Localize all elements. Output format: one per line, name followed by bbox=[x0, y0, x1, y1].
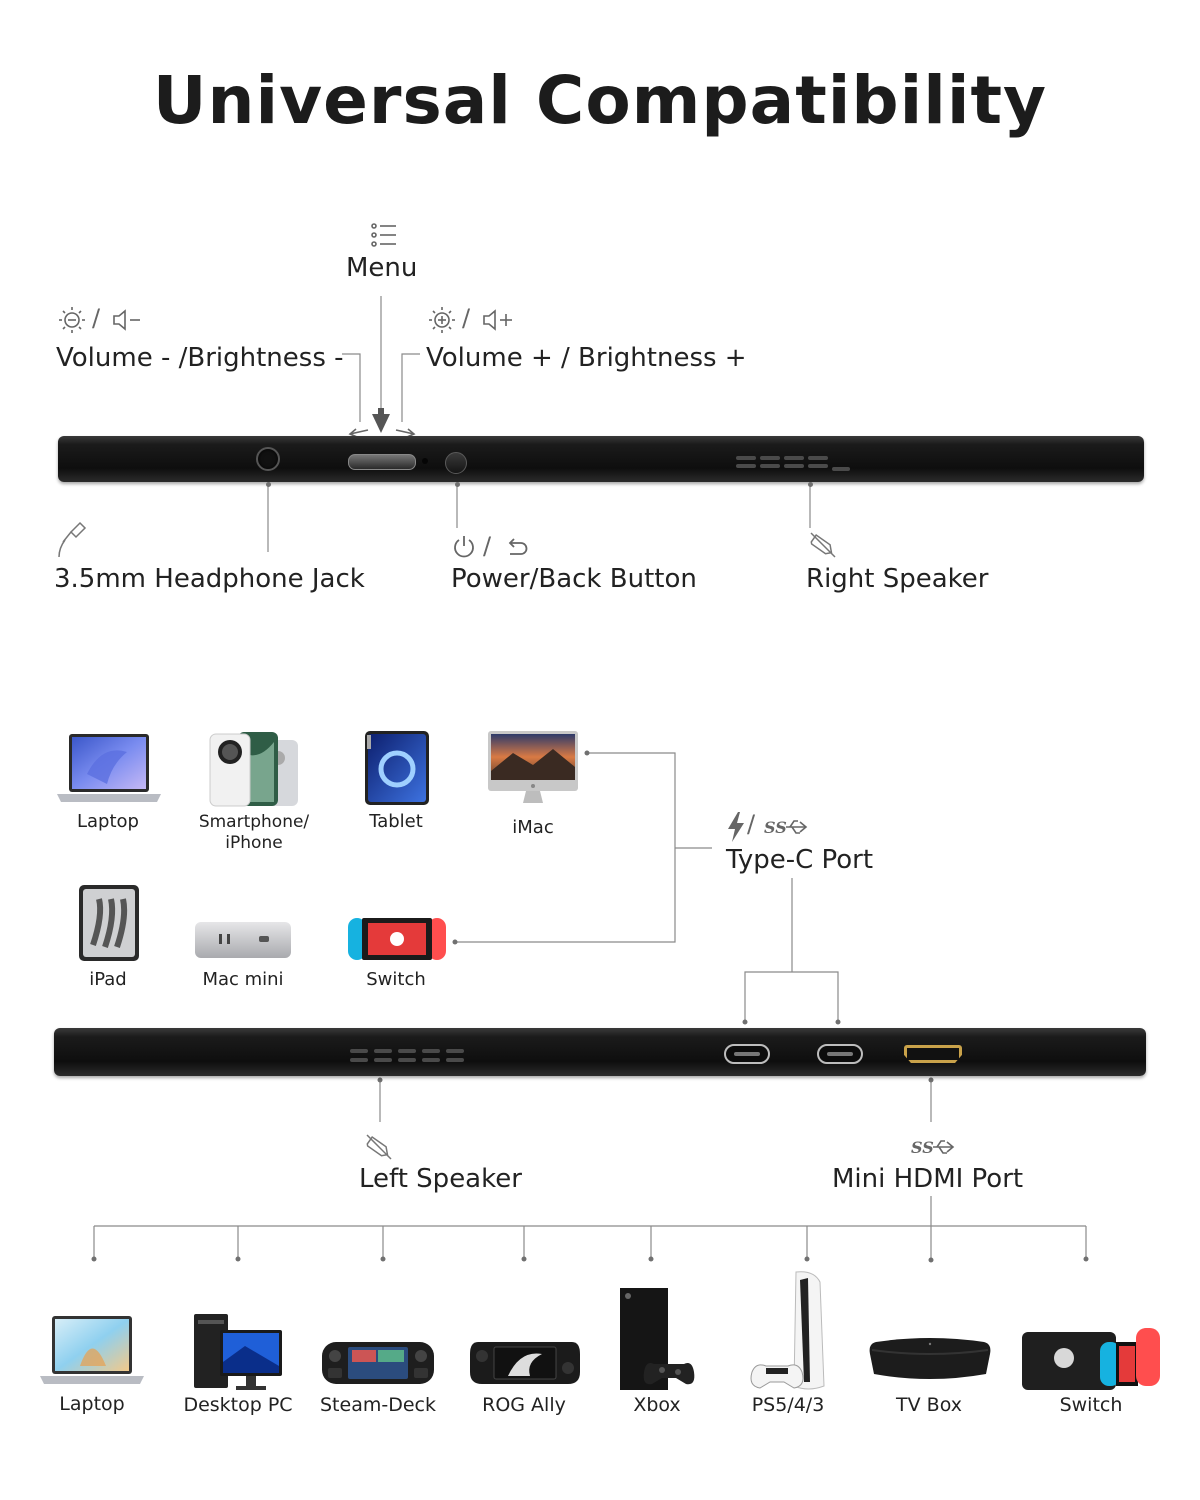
laptop-image bbox=[40, 1316, 144, 1384]
slash-separator: / bbox=[462, 304, 471, 332]
slash-separator: / bbox=[92, 304, 101, 332]
sun-plus-icon bbox=[429, 307, 455, 333]
device-label-mac-mini: Mac mini bbox=[202, 969, 284, 990]
device-label-smartphone-line2: iPhone bbox=[225, 833, 283, 853]
mini-hdmi-port-label: Mini HDMI Port bbox=[832, 1164, 1024, 1194]
volume-rocker bbox=[348, 454, 416, 470]
monitor-bottom-edge bbox=[54, 1028, 1146, 1076]
lightning-icon bbox=[728, 812, 744, 842]
device-label-ipad: iPad bbox=[89, 969, 127, 990]
back-arrow-icon bbox=[508, 538, 528, 555]
hdmi-device-label-tv-box: TV Box bbox=[896, 1394, 962, 1416]
page-title: Universal Compatibility bbox=[152, 62, 1048, 139]
hdmi-device-label-desktop-pc: Desktop PC bbox=[183, 1394, 293, 1416]
power-back-label: Power/Back Button bbox=[451, 564, 697, 594]
mini-hdmi-port bbox=[904, 1045, 962, 1063]
power-icon bbox=[454, 536, 474, 558]
hdmi-device-label-xbox: Xbox bbox=[633, 1394, 681, 1416]
device-label-laptop: Laptop bbox=[77, 811, 139, 832]
superspeed-usb-icon: SS bbox=[911, 1138, 955, 1157]
device-label-switch: Switch bbox=[366, 969, 426, 990]
sun-minus-icon bbox=[59, 307, 85, 333]
speaker-plus-icon bbox=[483, 309, 512, 331]
xbox-image bbox=[620, 1288, 695, 1390]
volume-plus-label: Volume + / Brightness + bbox=[426, 343, 747, 373]
tablet-image bbox=[365, 731, 429, 805]
rog-ally-image bbox=[470, 1342, 580, 1384]
usb-c-port-2 bbox=[817, 1044, 863, 1064]
switch-dock-image bbox=[1022, 1328, 1160, 1390]
ipad-image bbox=[79, 885, 139, 961]
device-label-smartphone-line1: Smartphone/ bbox=[198, 812, 310, 832]
right-speaker-label: Right Speaker bbox=[806, 564, 989, 594]
usb-c-port-1 bbox=[724, 1044, 770, 1064]
speaker-minus-icon bbox=[113, 309, 140, 331]
list-icon bbox=[371, 223, 396, 247]
headphone-jack bbox=[256, 447, 280, 471]
power-button bbox=[445, 452, 467, 474]
desktop-pc-image bbox=[194, 1314, 282, 1390]
tv-box-image bbox=[869, 1338, 991, 1379]
monitor-top-edge bbox=[58, 436, 1144, 482]
ps5-image bbox=[750, 1271, 825, 1390]
volume-minus-label: Volume - /Brightness - bbox=[56, 343, 344, 373]
switch-image bbox=[348, 918, 446, 960]
audio-plug-icon bbox=[58, 521, 87, 558]
mac-mini-image bbox=[195, 922, 291, 958]
imac-image bbox=[488, 731, 578, 803]
speaker-muted-icon bbox=[366, 1134, 392, 1160]
slash-separator: / bbox=[747, 810, 756, 838]
menu-label: Menu bbox=[346, 253, 418, 283]
typec-port-label: Type-C Port bbox=[726, 845, 874, 875]
svg-text:SS: SS bbox=[764, 818, 787, 837]
headphone-jack-label: 3.5mm Headphone Jack bbox=[54, 564, 365, 594]
left-speaker-label: Left Speaker bbox=[359, 1164, 522, 1194]
speaker-muted-icon bbox=[810, 532, 836, 558]
smartphone-image bbox=[209, 732, 298, 807]
device-label-imac: iMac bbox=[512, 817, 554, 838]
slash-separator: / bbox=[483, 532, 492, 560]
hdmi-device-label-switch: Switch bbox=[1059, 1394, 1123, 1416]
superspeed-usb-icon: SS bbox=[764, 818, 808, 837]
hdmi-device-label-steam-deck: Steam-Deck bbox=[320, 1394, 436, 1416]
hdmi-device-label-rog-ally: ROG Ally bbox=[482, 1394, 566, 1416]
device-label-tablet: Tablet bbox=[369, 811, 423, 832]
hdmi-device-label-laptop: Laptop bbox=[59, 1393, 125, 1415]
laptop-image bbox=[57, 734, 161, 802]
svg-text:SS: SS bbox=[911, 1138, 934, 1157]
indicator-led bbox=[422, 458, 428, 464]
hdmi-device-label-ps5: PS5/4/3 bbox=[751, 1394, 825, 1416]
steam-deck-image bbox=[322, 1342, 434, 1384]
